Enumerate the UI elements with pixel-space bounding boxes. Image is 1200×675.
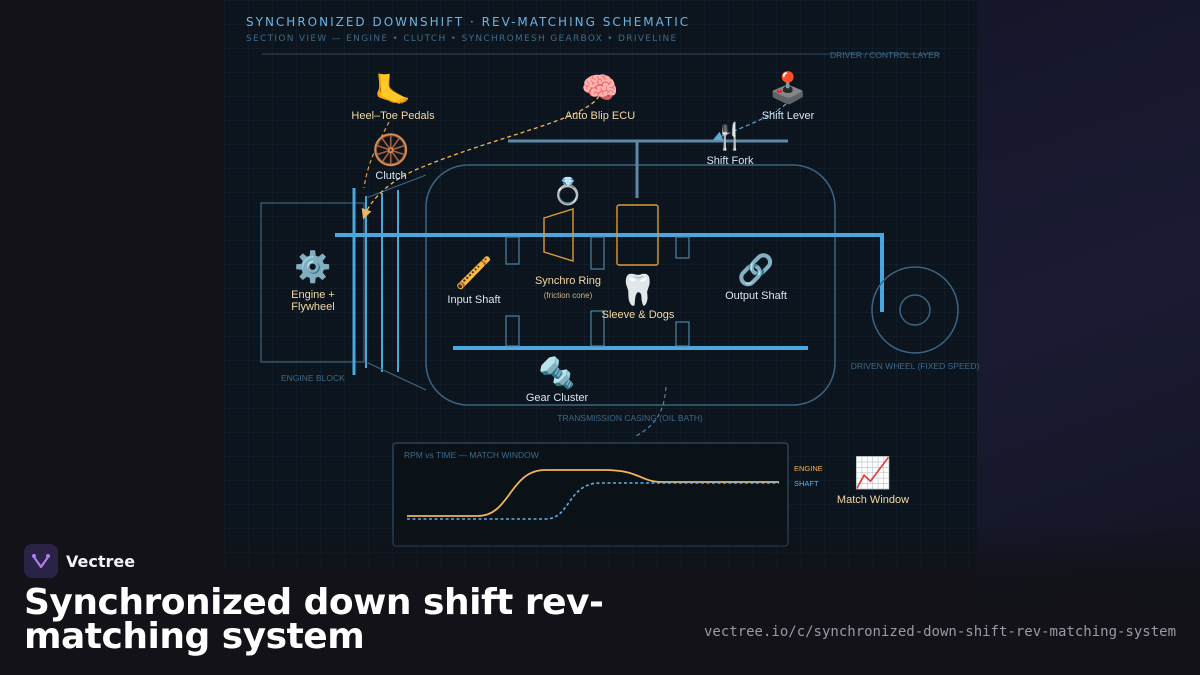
gear-tooth xyxy=(590,236,605,270)
gear-tooth xyxy=(675,236,690,259)
label-sleeve-dogs: Sleeve & Dogs xyxy=(602,309,675,321)
label-synchro-ring: Synchro Ring xyxy=(535,275,601,287)
link-icon: 🔗 xyxy=(737,251,774,288)
flute-icon: 🪈 xyxy=(455,255,492,291)
label-engine-line1: Engine + xyxy=(291,289,335,301)
page-title: Synchronized down shift rev-matching sys… xyxy=(24,582,604,657)
gear-tooth xyxy=(505,315,520,347)
footer-fade xyxy=(0,520,1200,675)
zone-transmission: TRANSMISSION CASING (OIL BATH) xyxy=(557,413,703,423)
pedal-clutch-link xyxy=(363,121,390,189)
shift-sleeve xyxy=(616,204,659,266)
foot-icon: 🦶 xyxy=(374,72,411,108)
gear-icon: ⚙️ xyxy=(294,249,331,285)
label-shift-fork: Shift Fork xyxy=(706,155,754,167)
gear-tooth xyxy=(590,310,605,347)
schematic-title: SYNCHRONIZED DOWNSHIFT · REV-MATCHING SC… xyxy=(246,15,690,29)
legend-shaft: SHAFT xyxy=(794,479,819,488)
gear-tooth xyxy=(505,236,520,265)
gear-to-chart-link xyxy=(635,386,667,437)
ring-icon: 💍 xyxy=(552,176,584,207)
lever-fork-link xyxy=(712,103,787,141)
label-engine-line2: Flywheel xyxy=(291,301,334,313)
schematic-panel xyxy=(224,0,977,570)
zone-driven-wheel: DRIVEN WHEEL (FIXED SPEED) xyxy=(851,361,980,371)
bellhousing-outline xyxy=(365,174,427,391)
brain-icon: 🧠 xyxy=(581,71,618,106)
label-heel-toe-pedals: Heel–Toe Pedals xyxy=(351,110,435,122)
driven-wheel xyxy=(871,266,959,354)
label-input-shaft: Input Shaft xyxy=(447,294,500,306)
label-output-shaft: Output Shaft xyxy=(725,290,787,302)
joystick-icon: 🕹️ xyxy=(769,70,806,106)
tire-icon: 🛞 xyxy=(372,132,409,168)
engine-block-outline xyxy=(260,202,365,363)
zone-control-layer: DRIVER / CONTROL LAYER xyxy=(830,50,940,60)
brand-name: Vectree xyxy=(66,551,136,571)
label-match-window: Match Window xyxy=(837,494,909,506)
gear-tooth xyxy=(675,321,690,347)
label-auto-blip-ecu: Auto Blip ECU xyxy=(565,110,635,122)
engine-rpm-curve xyxy=(407,469,779,517)
chart-increasing-icon: 📈 xyxy=(854,455,891,491)
output-drop-shaft xyxy=(880,235,884,312)
rpm-chart-title: RPM vs TIME — MATCH WINDOW xyxy=(404,450,539,460)
note-friction-cone: (friction cone) xyxy=(544,291,593,300)
label-clutch: Clutch xyxy=(375,170,406,182)
synchro-cone xyxy=(543,208,574,262)
legend-engine: ENGINE xyxy=(794,464,823,473)
tooth-icon: 🦷 xyxy=(619,272,656,308)
schematic-subtitle: SECTION VIEW — ENGINE • CLUTCH • SYNCHRO… xyxy=(246,34,678,44)
fork-knife-icon: 🍴 xyxy=(714,121,746,152)
label-shift-lever: Shift Lever xyxy=(762,110,815,122)
page-url[interactable]: vectree.io/c/synchronized-down-shift-rev… xyxy=(703,624,1176,640)
brand[interactable]: Vectree xyxy=(24,544,135,578)
zone-engine-block: ENGINE BLOCK xyxy=(281,373,345,383)
transmission-casing xyxy=(425,164,836,406)
shaft-rpm-curve xyxy=(407,482,779,520)
wheel-hub xyxy=(899,294,931,326)
label-gear-cluster: Gear Cluster xyxy=(526,392,589,404)
nut-bolt-icon: 🔩 xyxy=(538,355,575,391)
vectree-logo-icon xyxy=(24,544,58,578)
